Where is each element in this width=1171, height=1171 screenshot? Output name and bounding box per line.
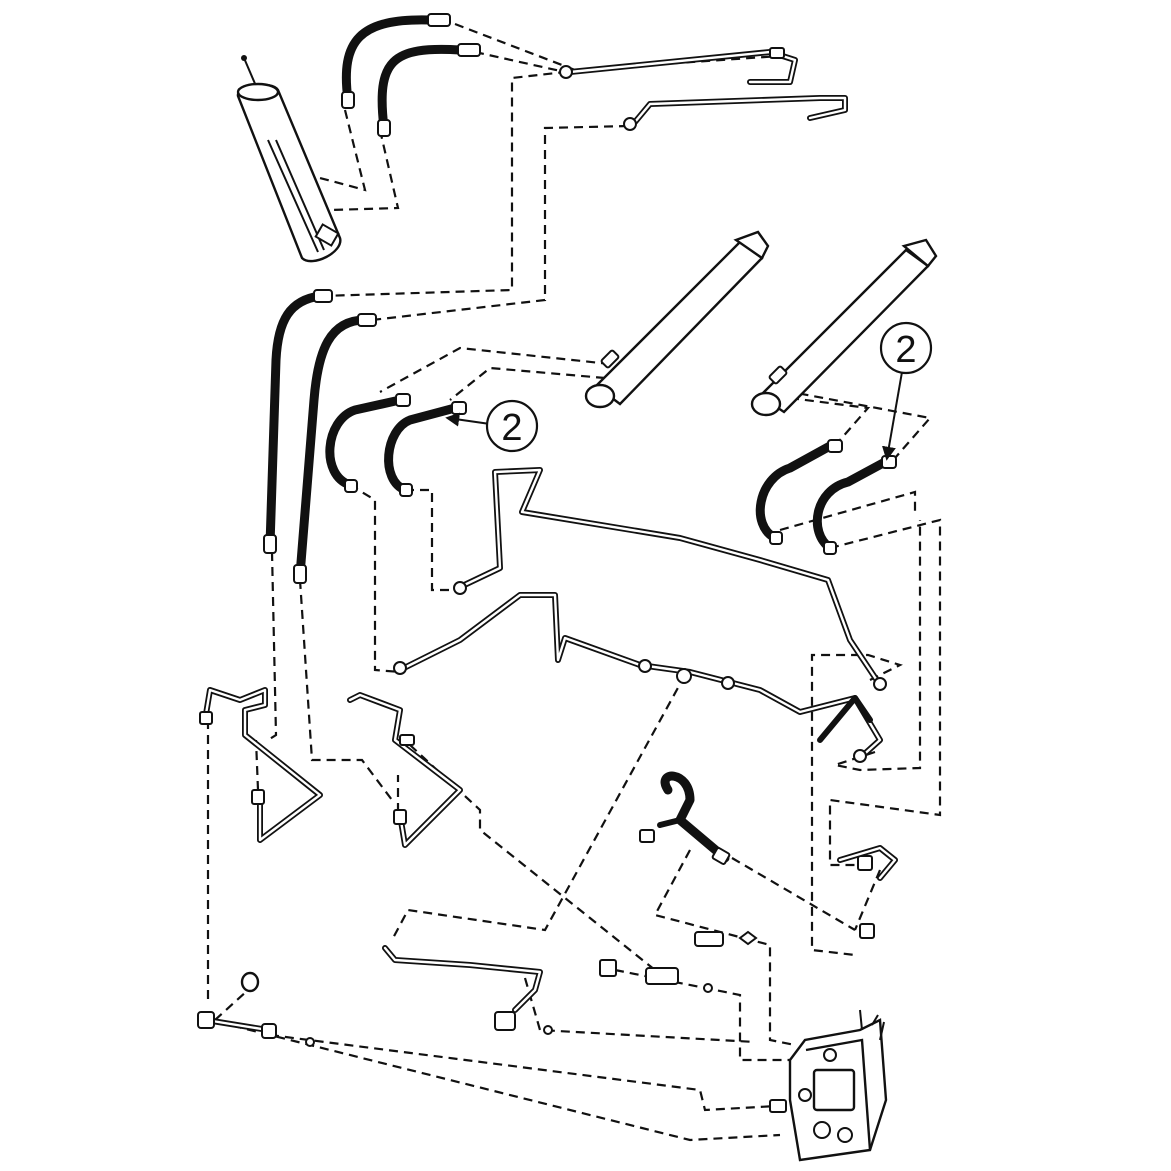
- hydraulic-cylinder-left: [584, 230, 770, 409]
- callout-left: 2: [445, 399, 539, 453]
- hydraulic-cylinder-right: [750, 238, 938, 417]
- callout-left-label: 2: [501, 407, 522, 449]
- middle-rigid-tubes: [393, 467, 887, 763]
- small-fittings: [240, 855, 875, 1047]
- lower-small-tubes: [197, 845, 898, 1039]
- filter-canister: [236, 55, 342, 263]
- upper-short-hoses: [341, 13, 481, 137]
- upper-rigid-tubes: [559, 47, 848, 131]
- long-vertical-hoses: [263, 289, 377, 584]
- callout-right: 2: [879, 321, 933, 461]
- dashed-connection-lines: [206, 22, 942, 1142]
- control-valve-hose: [639, 771, 731, 865]
- control-valve-block: [769, 1009, 888, 1162]
- lower-left-bent-tubes: [199, 687, 463, 848]
- callout-right-label: 2: [895, 329, 916, 371]
